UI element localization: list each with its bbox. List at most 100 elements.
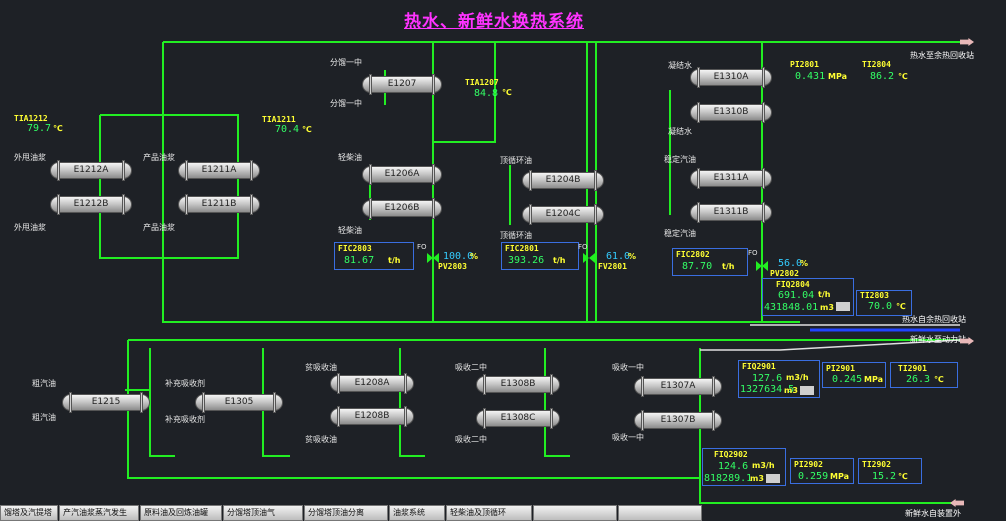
- valve-pv2803: PV2803: [438, 262, 467, 271]
- outlet-fresh-from-outside: 新鲜水自装置外: [905, 509, 961, 518]
- value-fic2803: 81.67: [344, 255, 375, 266]
- outlet-hot-from-waste: 热水自余热回收站: [902, 315, 966, 324]
- value-ti2803: 70.0: [868, 301, 893, 312]
- pct-fic2801: %: [628, 252, 637, 261]
- stream-label: 粗汽油: [32, 413, 56, 422]
- value-fiq2901: 127.6: [752, 373, 783, 384]
- nav-button-overhead-gas[interactable]: 分馏塔顶油气: [223, 505, 303, 521]
- reset-button[interactable]: [836, 302, 850, 311]
- exchanger-e1311b[interactable]: E1311B: [690, 202, 772, 223]
- unit-fiq2901: m3/h: [786, 373, 809, 382]
- nav-button-diesel-circulation[interactable]: 轻柴油及顶循环: [446, 505, 532, 521]
- ti2901-box[interactable]: [890, 362, 958, 388]
- fiq2901-box[interactable]: [738, 360, 820, 398]
- stream-label: 补充吸收剂: [165, 379, 205, 388]
- unit-pi2901: MPa: [864, 375, 884, 384]
- nav-button-slurry[interactable]: 油浆系统: [389, 505, 445, 521]
- stream-label: 贫吸收油: [305, 435, 337, 444]
- exchanger-e1305[interactable]: E1305: [195, 392, 283, 413]
- tag-fic2803: FIC2803: [338, 244, 372, 253]
- total-fiq2804: 431848.01: [764, 302, 819, 313]
- exchanger-e1308c[interactable]: E1308C: [476, 408, 560, 429]
- exchanger-e1308b[interactable]: E1308B: [476, 374, 560, 395]
- exchanger-e1212a[interactable]: E1212A: [50, 160, 132, 181]
- stream-label: 轻柴油: [338, 153, 362, 162]
- value-pi2902: 0.259: [798, 471, 829, 482]
- exchanger-e1208a[interactable]: E1208A: [330, 373, 414, 394]
- nav-button-overhead-oil[interactable]: 分馏塔顶油分离: [304, 505, 388, 521]
- reset-button[interactable]: [800, 386, 814, 395]
- tag-fiq2804: FIQ2804: [776, 280, 810, 289]
- outlet-hot-to-waste: 热水至余热回收站: [910, 51, 974, 60]
- exchanger-e1311a[interactable]: E1311A: [690, 168, 772, 189]
- ti2803-box[interactable]: [856, 290, 912, 316]
- control-valve-icon[interactable]: [583, 253, 595, 263]
- stream-label: 顶循环油: [500, 156, 532, 165]
- value-ti2804: 86.2: [870, 71, 895, 82]
- pi2901-box[interactable]: [822, 362, 886, 388]
- total-unit-fiq2804: m3: [820, 303, 834, 312]
- fiq2804-box[interactable]: [762, 278, 854, 316]
- unit-fic2802: t/h: [722, 262, 735, 271]
- exchanger-e1211a[interactable]: E1211A: [178, 160, 260, 181]
- tag-fiq2902: FIQ2902: [714, 450, 748, 459]
- reset-button[interactable]: [766, 474, 780, 483]
- exchanger-e1310b[interactable]: E1310B: [690, 102, 772, 123]
- total-fiq2901: 1327634.5: [740, 384, 795, 395]
- fic2801-box[interactable]: [501, 242, 579, 270]
- pi2902-box[interactable]: [790, 458, 854, 484]
- stream-label: 外甩油浆: [14, 153, 46, 162]
- exchanger-e1206a[interactable]: E1206A: [362, 164, 442, 185]
- exchanger-e1215[interactable]: E1215: [62, 392, 150, 413]
- nav-button-extra[interactable]: [618, 505, 702, 521]
- tag-fic2802: FIC2802: [676, 250, 710, 259]
- tag-tia1211[interactable]: TIA1211: [262, 115, 296, 124]
- unit-tia1207: ℃: [502, 88, 512, 97]
- value-ti2902: 15.2: [872, 471, 897, 482]
- stream-label: 轻柴油: [338, 226, 362, 235]
- stream-label: 粗汽油: [32, 379, 56, 388]
- tag-pi2801[interactable]: PI2801: [790, 60, 819, 69]
- output-fic2803: 100.0: [443, 251, 474, 262]
- stream-label: 凝结水: [668, 127, 692, 136]
- exchanger-e1204c[interactable]: E1204C: [522, 204, 604, 225]
- total-unit-fiq2902: m3: [750, 474, 764, 483]
- value-tia1212: 79.7: [27, 123, 52, 134]
- exchanger-e1310a[interactable]: E1310A: [690, 67, 772, 88]
- tag-pi2902: PI2902: [794, 460, 823, 469]
- tag-ti2804[interactable]: TI2804: [862, 60, 891, 69]
- tag-pi2901: PI2901: [826, 364, 855, 373]
- tag-ti2902: TI2902: [862, 460, 891, 469]
- exchanger-e1204b[interactable]: E1204B: [522, 170, 604, 191]
- stream-label: 分馏一中: [330, 58, 362, 67]
- tag-tia1207[interactable]: TIA1207: [465, 78, 499, 87]
- fiq2902-box[interactable]: [702, 448, 786, 486]
- output-fic2802: 56.0: [778, 258, 803, 269]
- fic2803-box[interactable]: [334, 242, 414, 270]
- fo-fic2801: FO: [578, 243, 588, 251]
- nav-button-slurry-steam[interactable]: 产汽油浆蒸汽发生: [59, 505, 139, 521]
- exchanger-e1212b[interactable]: E1212B: [50, 194, 132, 215]
- tag-tia1212[interactable]: TIA1212: [14, 114, 48, 123]
- unit-tia1212: ℃: [53, 124, 63, 133]
- stream-label: 稳定汽油: [664, 155, 696, 164]
- stream-label: 凝结水: [668, 61, 692, 70]
- exchanger-e1211b[interactable]: E1211B: [178, 194, 260, 215]
- nav-button-extra[interactable]: [533, 505, 617, 521]
- control-valve-icon[interactable]: [756, 261, 768, 271]
- exchanger-e1307b[interactable]: E1307B: [634, 410, 722, 431]
- fic2802-box[interactable]: [672, 248, 748, 276]
- stream-label: 吸收二中: [455, 363, 487, 372]
- stream-label: 吸收一中: [612, 363, 644, 372]
- value-pi2901: 0.245: [832, 374, 863, 385]
- exchanger-e1206b[interactable]: E1206B: [362, 198, 442, 219]
- exchanger-e1307a[interactable]: E1307A: [634, 376, 722, 397]
- nav-button-feed-tank[interactable]: 原料油及回炼油罐: [140, 505, 222, 521]
- nav-button-fractionator[interactable]: 馏塔及汽提塔: [0, 505, 58, 521]
- exchanger-e1207[interactable]: E1207: [362, 74, 442, 95]
- ti2902-box[interactable]: [858, 458, 922, 484]
- control-valve-icon[interactable]: [427, 253, 439, 263]
- tag-ti2901: TI2901: [898, 364, 927, 373]
- stream-label: 吸收二中: [455, 435, 487, 444]
- exchanger-e1208b[interactable]: E1208B: [330, 406, 414, 427]
